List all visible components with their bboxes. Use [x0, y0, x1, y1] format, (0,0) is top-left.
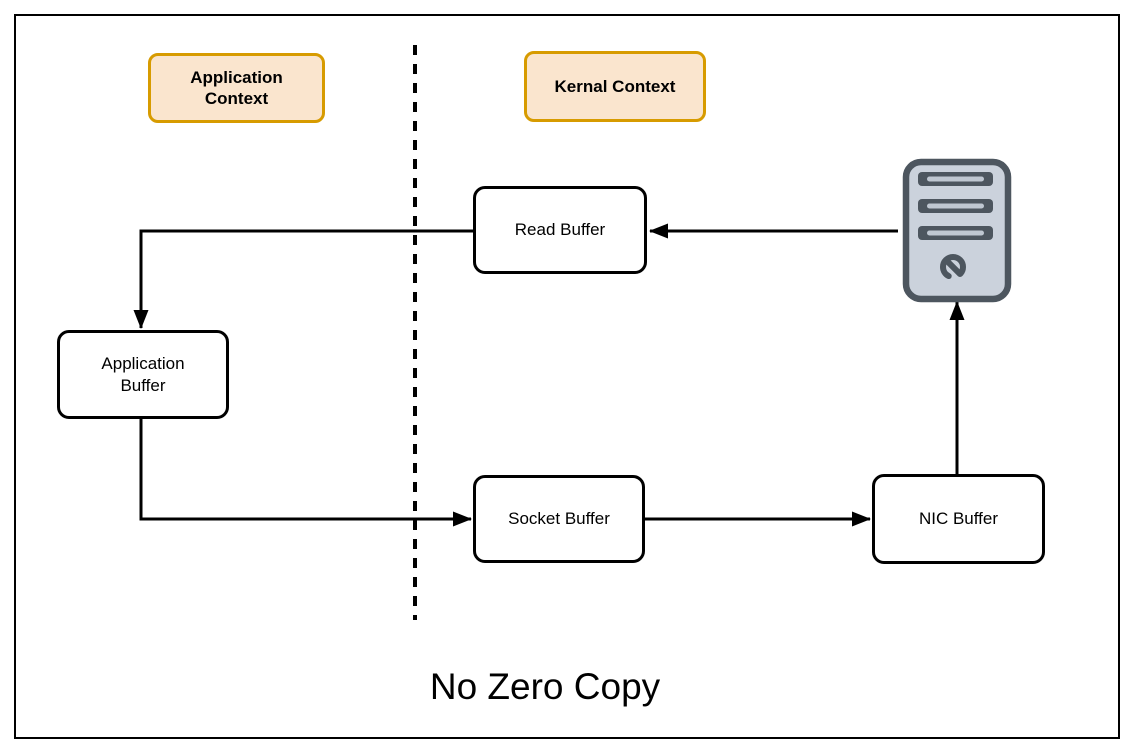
- diagram-title: No Zero Copy: [429, 666, 661, 707]
- server-icon-svg: [902, 158, 1012, 303]
- application-context-text: Application Context: [190, 68, 283, 108]
- nic-buffer-label: NIC Buffer: [918, 509, 999, 528]
- node-application-buffer: Application Buffer: [57, 330, 229, 419]
- application-context-label: Application Context: [148, 53, 325, 123]
- server-power-icon: [940, 254, 966, 280]
- kernel-context-label: Kernal Context: [524, 51, 706, 122]
- node-socket-buffer: Socket Buffer: [473, 475, 645, 563]
- server-drive-bays: [918, 172, 993, 240]
- node-nic-buffer: NIC Buffer: [872, 474, 1045, 564]
- socket-buffer-label: Socket Buffer: [508, 509, 610, 528]
- read-buffer-label: Read Buffer: [514, 220, 606, 239]
- application-buffer-label: Application Buffer: [101, 353, 185, 395]
- server-icon: [901, 157, 1013, 303]
- kernel-context-text: Kernal Context: [554, 77, 676, 96]
- node-read-buffer: Read Buffer: [473, 186, 647, 274]
